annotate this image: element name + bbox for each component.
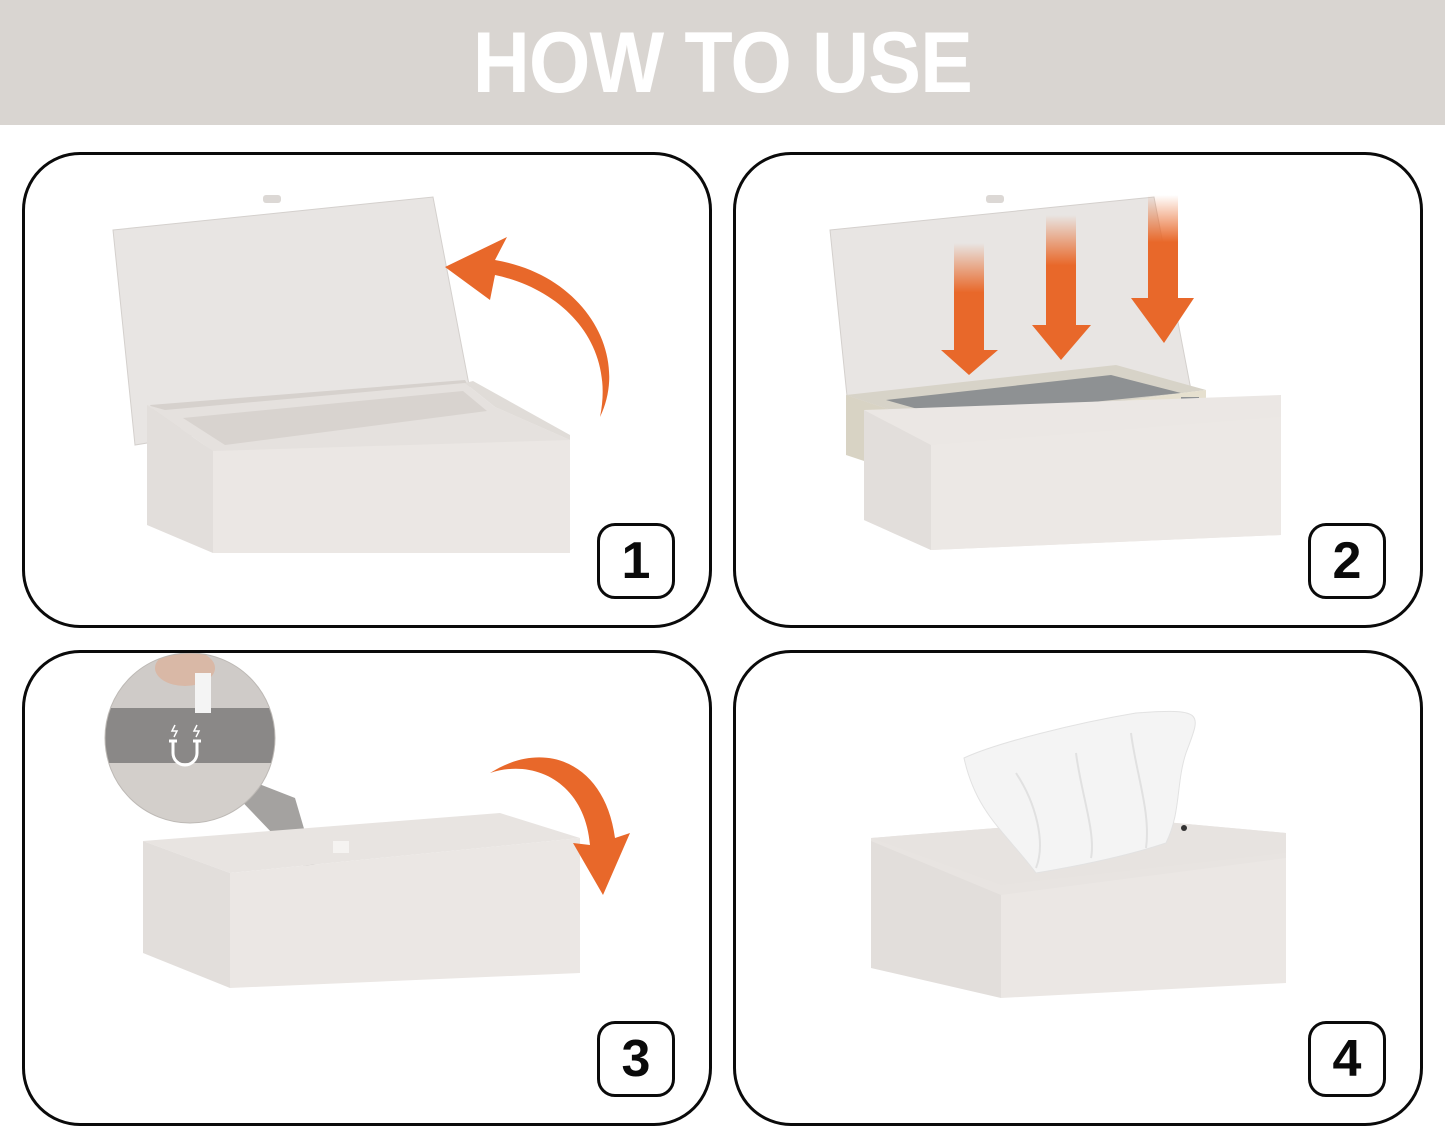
curved-arrow-up-icon [445,237,610,417]
magnet-inset-callout [104,653,276,824]
step-number-badge: 2 [1308,523,1386,599]
header-banner: HOW TO USE [0,0,1445,125]
step-2-panel: 2 [733,152,1423,628]
magnet-icon [169,724,201,767]
page-title: HOW TO USE [472,14,973,111]
step-4-panel: 4 [733,650,1423,1126]
step-number-badge: 4 [1308,1021,1386,1097]
step-number-badge: 3 [597,1021,675,1097]
insert-tissue-illustration [829,195,1281,550]
open-box-illustration [112,195,570,553]
step-number-badge: 1 [597,523,675,599]
closed-box-illustration [143,763,580,988]
curved-arrow-down-icon [490,757,630,895]
step-1-panel: 1 [22,152,712,628]
step-3-panel: 3 [22,650,712,1126]
tissue-icon [963,710,1196,874]
